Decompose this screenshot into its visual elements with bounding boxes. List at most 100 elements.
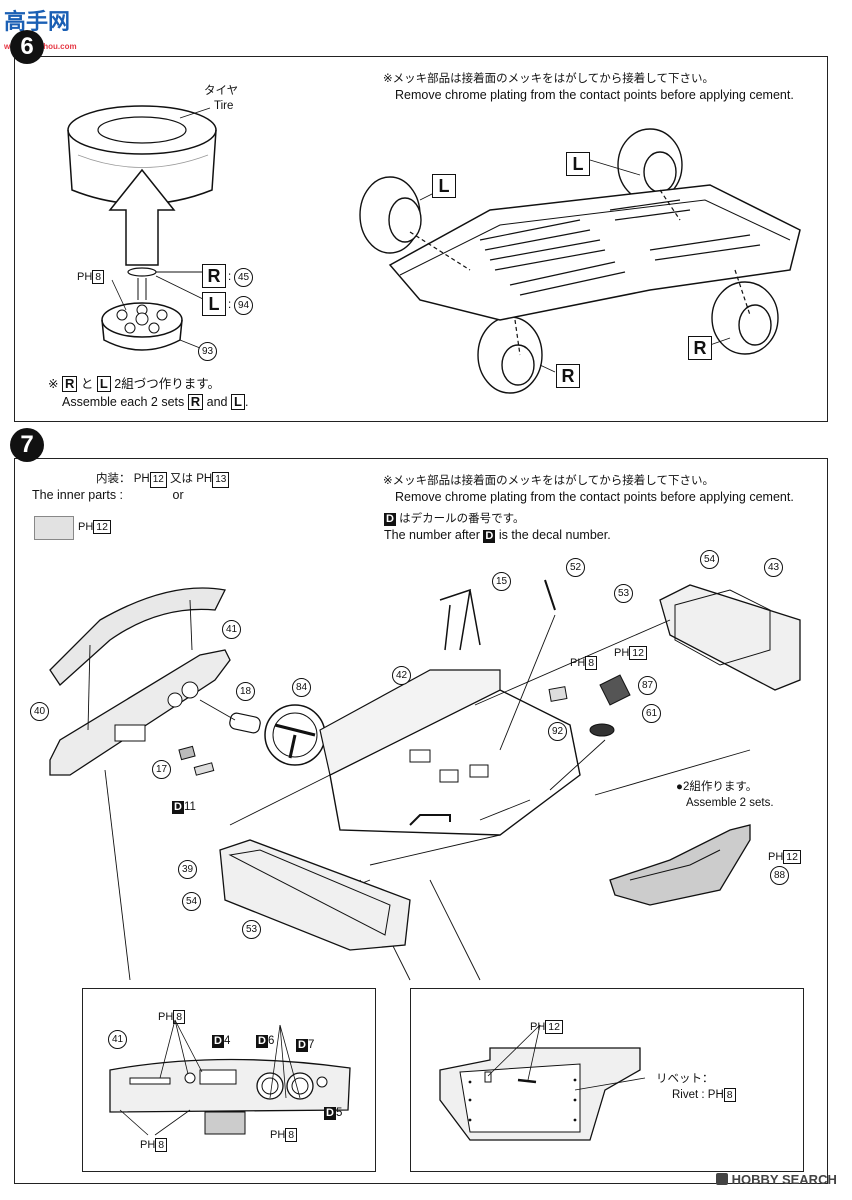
step7-note-jp: ※メッキ部品は接着面のメッキをはがしてから接着して下さい。 [383, 475, 714, 487]
ph-number: 12 [783, 850, 801, 864]
ph-number: 8 [155, 1138, 168, 1152]
two-sets-en: Assemble 2 sets. [686, 797, 774, 809]
decal-note-en: The number after D is the decal number. [384, 528, 611, 543]
assemble-en-end: . [244, 395, 249, 409]
decal-number: 7 [307, 1039, 315, 1051]
part-R-label: R [202, 264, 226, 288]
part-15: 15 [492, 572, 511, 591]
assemble-jp-prefix: ※ [48, 377, 59, 391]
hobbysearch-logo-icon [716, 1173, 728, 1185]
colon-45: : [228, 271, 232, 283]
inner-jp-label: 内装： [96, 473, 131, 485]
ph-prefix: PH [77, 271, 93, 283]
inner-jp-or: 又は [170, 473, 194, 485]
decal-d-icon: D [384, 513, 396, 526]
assemble-note-jp: ※ R と L 2組づつ作ります。 [48, 376, 220, 392]
step6-note-jp: ※メッキ部品は接着面のメッキをはがしてから接着して下さい。 [383, 73, 714, 85]
part-54-left: 54 [182, 892, 201, 911]
ph-number: 8 [723, 1088, 736, 1102]
ph-prefix: PH [140, 1139, 156, 1151]
part-43: 43 [764, 558, 783, 577]
assemble-en-prefix: Assemble each 2 sets [62, 395, 185, 409]
ph-prefix: PH [570, 657, 586, 669]
ph-number: 8 [585, 656, 598, 670]
r-inline-en: R [187, 394, 204, 410]
step7-note-en: Remove chrome plating from the contact p… [395, 490, 794, 504]
assemble-en-and: and [206, 395, 228, 409]
inner-en-or: or [172, 488, 184, 502]
part-53-right: 53 [614, 584, 633, 603]
ph-prefix: PH [158, 1011, 174, 1023]
detail-part-41: 41 [108, 1030, 127, 1049]
part-45: 45 [234, 268, 253, 287]
ph-number: 12 [149, 472, 167, 488]
part-61: 61 [642, 704, 661, 723]
part-88: 88 [770, 866, 789, 885]
sidepanel-detail-illustration [439, 1024, 646, 1141]
chassis-L-top: L [566, 152, 590, 176]
decal-d-icon: D [296, 1039, 308, 1052]
ph-prefix: PH [270, 1129, 286, 1141]
rivet-jp: リベット： [656, 1073, 714, 1085]
decal-number: 6 [267, 1035, 275, 1047]
colon-94: : [228, 299, 232, 311]
assemble-jp-suffix: 2組づつ作ります。 [114, 377, 220, 391]
part-94: 94 [234, 296, 253, 315]
chassis-R-bottom: R [556, 364, 580, 388]
part-52: 52 [566, 558, 585, 577]
decal-en-suffix: is the decal number. [498, 528, 611, 542]
chassis-R-right: R [688, 336, 712, 360]
ph-number: 13 [212, 472, 230, 488]
decal-en-prefix: The number after [384, 528, 480, 542]
ph-number: 12 [545, 1020, 563, 1034]
part-41: 41 [222, 620, 241, 639]
ph-prefix: PH [614, 647, 630, 659]
l-inline: L [96, 376, 111, 392]
chassis-L-left: L [432, 174, 456, 198]
part-92: 92 [548, 722, 567, 741]
part-87: 87 [638, 676, 657, 695]
decal-number: 11 [183, 801, 196, 813]
decal-d-icon-en: D [483, 530, 496, 543]
ph-number: 8 [92, 270, 105, 284]
inner-en-label: The inner parts : [32, 488, 124, 502]
decal-number: 5 [335, 1107, 343, 1119]
ph-prefix: PH [196, 473, 213, 485]
two-sets-jp: ●2組作ります。 [676, 781, 758, 793]
l-inline-en: L [231, 394, 245, 410]
decal-d-icon: D [256, 1035, 268, 1048]
part-17: 17 [152, 760, 171, 779]
ph-prefix: PH [530, 1021, 546, 1033]
ph-number: 8 [285, 1128, 298, 1142]
tire-label-jp: タイヤ [204, 85, 239, 97]
hobbysearch-text: HOBBY SEARCH [731, 1172, 837, 1187]
decal-d-icon: D [324, 1107, 336, 1120]
part-84: 84 [292, 678, 311, 697]
color-swatch-grey [34, 516, 74, 540]
decal-jp-text: はデカールの番号です。 [399, 513, 525, 525]
part-93: 93 [198, 342, 217, 361]
ph-prefix: PH [133, 473, 150, 485]
decal-d-icon: D [212, 1035, 224, 1048]
hobbysearch-watermark: HOBBY SEARCH [716, 1172, 837, 1187]
decal-note-jp: D はデカールの番号です。 [384, 512, 525, 527]
tire-label-en: Tire [214, 100, 234, 112]
decal-d-icon: D [172, 801, 184, 814]
step7-number: 7 [10, 428, 44, 462]
ph-prefix: PH [707, 1089, 724, 1101]
dashboard-detail-illustration [109, 1019, 351, 1136]
chassis-illustration [359, 128, 801, 394]
inner-parts-en: The inner parts : or [32, 488, 184, 503]
